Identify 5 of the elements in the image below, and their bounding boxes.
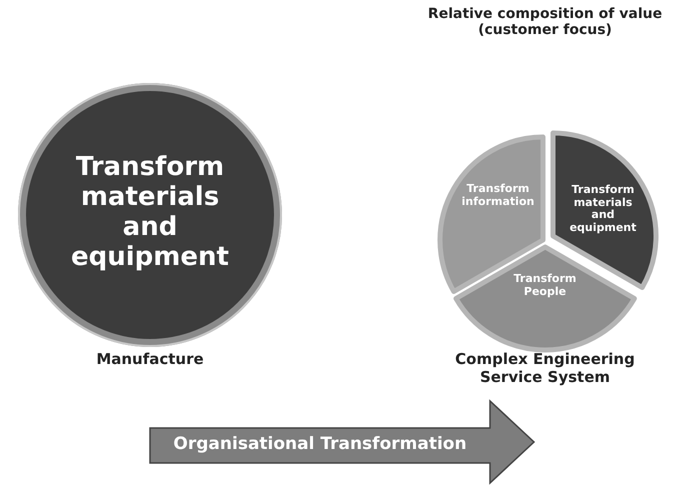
pie-segment: Transform People — [452, 243, 638, 354]
block-arrow: Organisational Transformation — [150, 400, 535, 484]
circle-node: Transform materials and equipment — [16, 81, 284, 349]
caption-text: Manufacture — [95, 350, 205, 368]
title: Relative composition of value (customer focus) — [426, 6, 664, 38]
